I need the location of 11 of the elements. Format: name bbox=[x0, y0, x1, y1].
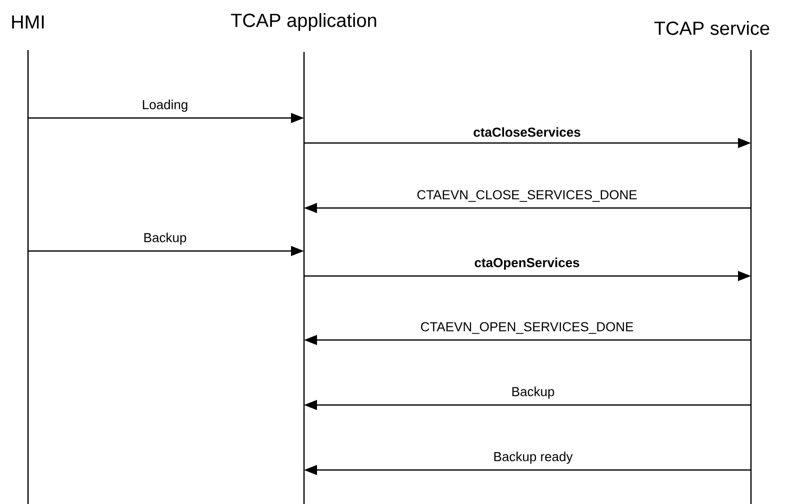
edge-label: CTAEVN_CLOSE_SERVICES_DONE bbox=[416, 189, 638, 203]
participant-label: TCAP service bbox=[654, 21, 770, 35]
participant-label: HMI bbox=[12, 15, 44, 29]
edge-label: Backup bbox=[142, 232, 188, 246]
edge-label: Backup bbox=[510, 386, 556, 400]
edge-label: Backup ready bbox=[492, 450, 574, 465]
edge-label: Loading bbox=[140, 98, 190, 113]
edge-label: ctaOpenServices bbox=[473, 256, 581, 271]
edge-label: CTAEVN_OPEN_SERVICES_DONE bbox=[419, 321, 635, 335]
edge-label: ctaCloseServices bbox=[472, 126, 582, 138]
participant-label: TCAP application bbox=[231, 13, 376, 31]
